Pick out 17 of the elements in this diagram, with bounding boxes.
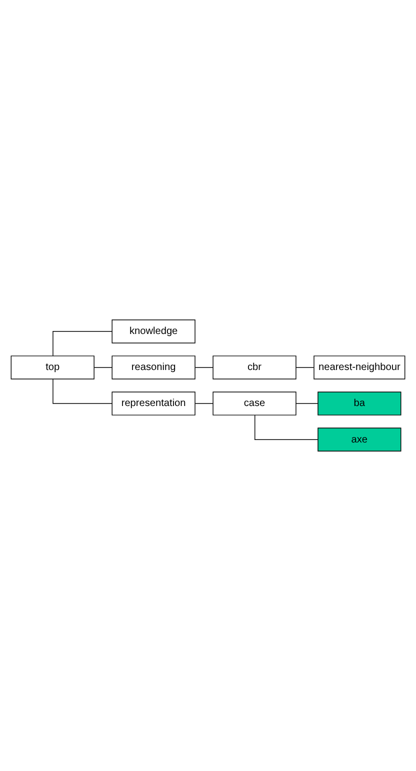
connector <box>296 367 314 368</box>
node-box: knowledge <box>112 320 196 344</box>
connector <box>296 403 318 404</box>
connector <box>52 331 112 356</box>
connector <box>194 403 214 404</box>
node-box: reasoning <box>112 356 196 380</box>
connector <box>52 378 112 404</box>
node-box: ba <box>318 392 402 416</box>
node-box: case <box>212 392 296 416</box>
node-box: axe <box>318 428 402 452</box>
connector <box>254 414 318 440</box>
connector <box>194 367 214 368</box>
node-box: nearest-neighbour <box>314 356 406 380</box>
node-box: top <box>10 356 94 380</box>
node-box: cbr <box>212 356 296 380</box>
node-box: representation <box>112 392 196 416</box>
connector <box>94 367 112 368</box>
